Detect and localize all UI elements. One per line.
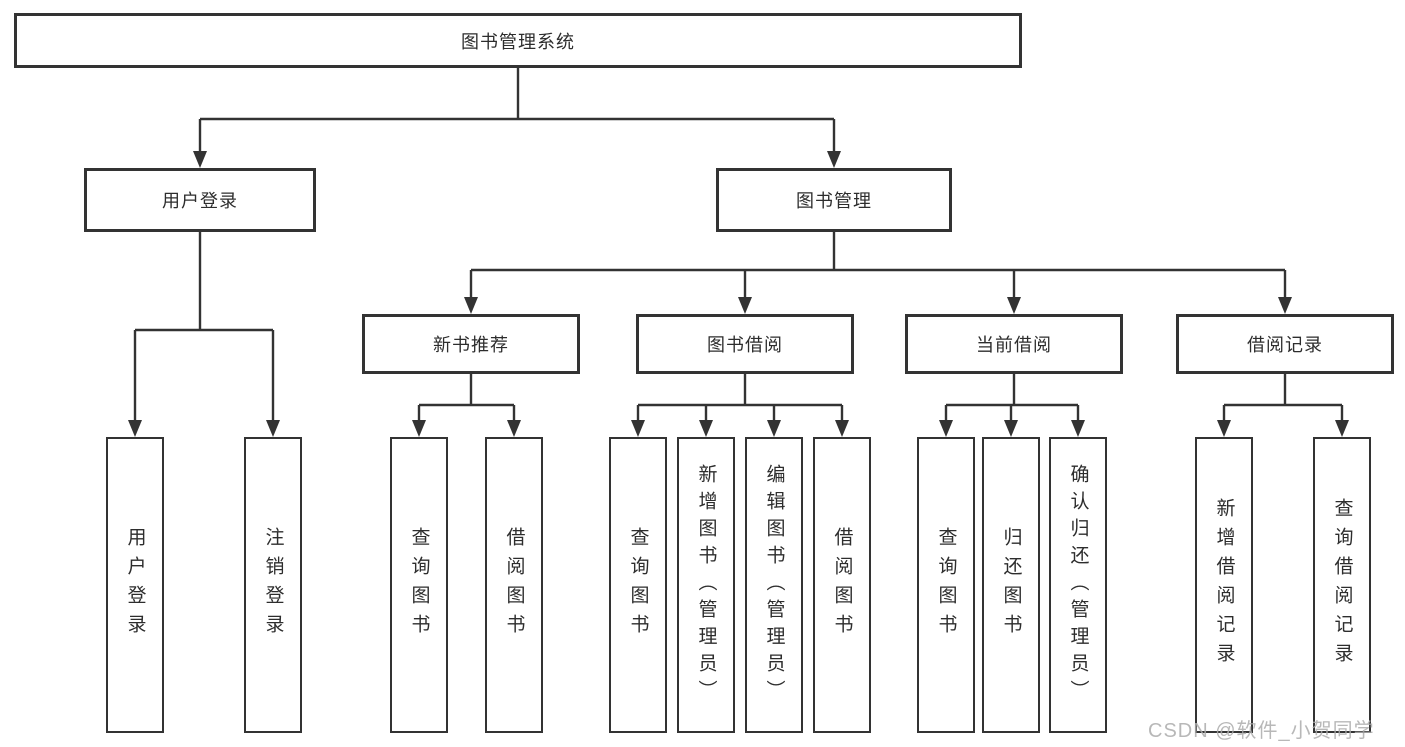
leaf-add-book-admin-label: 新增图书（管理员）: [695, 463, 717, 707]
leaf-add-borrow-record-label: 新增借阅记录: [1213, 498, 1235, 672]
node-borrowing-records-label: 借阅记录: [1247, 335, 1323, 355]
leaf-recommend-query-books: 查询图书: [390, 437, 448, 733]
node-book-borrowing: 图书借阅: [636, 314, 854, 374]
leaf-borrowing-query-books-label: 查询图书: [627, 527, 649, 643]
node-book-management: 图书管理: [716, 168, 952, 232]
leaf-borrowing-borrow-books: 借阅图书: [813, 437, 871, 733]
leaf-confirm-return-admin-label: 确认归还（管理员）: [1067, 463, 1089, 707]
leaf-borrowing-borrow-books-label: 借阅图书: [831, 527, 853, 643]
node-user-login-label: 用户登录: [162, 191, 238, 211]
node-root-label: 图书管理系统: [461, 31, 575, 52]
watermark: CSDN @软件_小贺同学: [1148, 720, 1375, 742]
leaf-user-login: 用户登录: [106, 437, 164, 733]
node-current-borrowing: 当前借阅: [905, 314, 1123, 374]
leaf-query-borrow-record: 查询借阅记录: [1313, 437, 1371, 733]
node-book-borrowing-label: 图书借阅: [707, 335, 783, 355]
node-new-book-recommend: 新书推荐: [362, 314, 580, 374]
leaf-current-query-books-label: 查询图书: [935, 527, 957, 643]
leaf-confirm-return-admin: 确认归还（管理员）: [1049, 437, 1107, 733]
leaf-recommend-borrow-books: 借阅图书: [485, 437, 543, 733]
node-root: 图书管理系统: [14, 13, 1022, 68]
leaf-edit-book-admin: 编辑图书（管理员）: [745, 437, 803, 733]
node-borrowing-records: 借阅记录: [1176, 314, 1394, 374]
leaf-user-login-label: 用户登录: [124, 527, 146, 643]
leaf-add-book-admin: 新增图书（管理员）: [677, 437, 735, 733]
leaf-return-books-label: 归还图书: [1000, 527, 1022, 643]
leaf-borrowing-query-books: 查询图书: [609, 437, 667, 733]
leaf-recommend-query-books-label: 查询图书: [408, 527, 430, 643]
leaf-recommend-borrow-books-label: 借阅图书: [503, 527, 525, 643]
leaf-edit-book-admin-label: 编辑图书（管理员）: [763, 463, 785, 707]
node-user-login: 用户登录: [84, 168, 316, 232]
leaf-query-borrow-record-label: 查询借阅记录: [1331, 498, 1353, 672]
node-book-management-label: 图书管理: [796, 191, 872, 211]
leaf-add-borrow-record: 新增借阅记录: [1195, 437, 1253, 733]
leaf-logout-label: 注销登录: [262, 527, 284, 643]
leaf-current-query-books: 查询图书: [917, 437, 975, 733]
leaf-return-books: 归还图书: [982, 437, 1040, 733]
leaf-logout: 注销登录: [244, 437, 302, 733]
node-current-borrowing-label: 当前借阅: [976, 335, 1052, 355]
node-new-book-recommend-label: 新书推荐: [433, 335, 509, 355]
